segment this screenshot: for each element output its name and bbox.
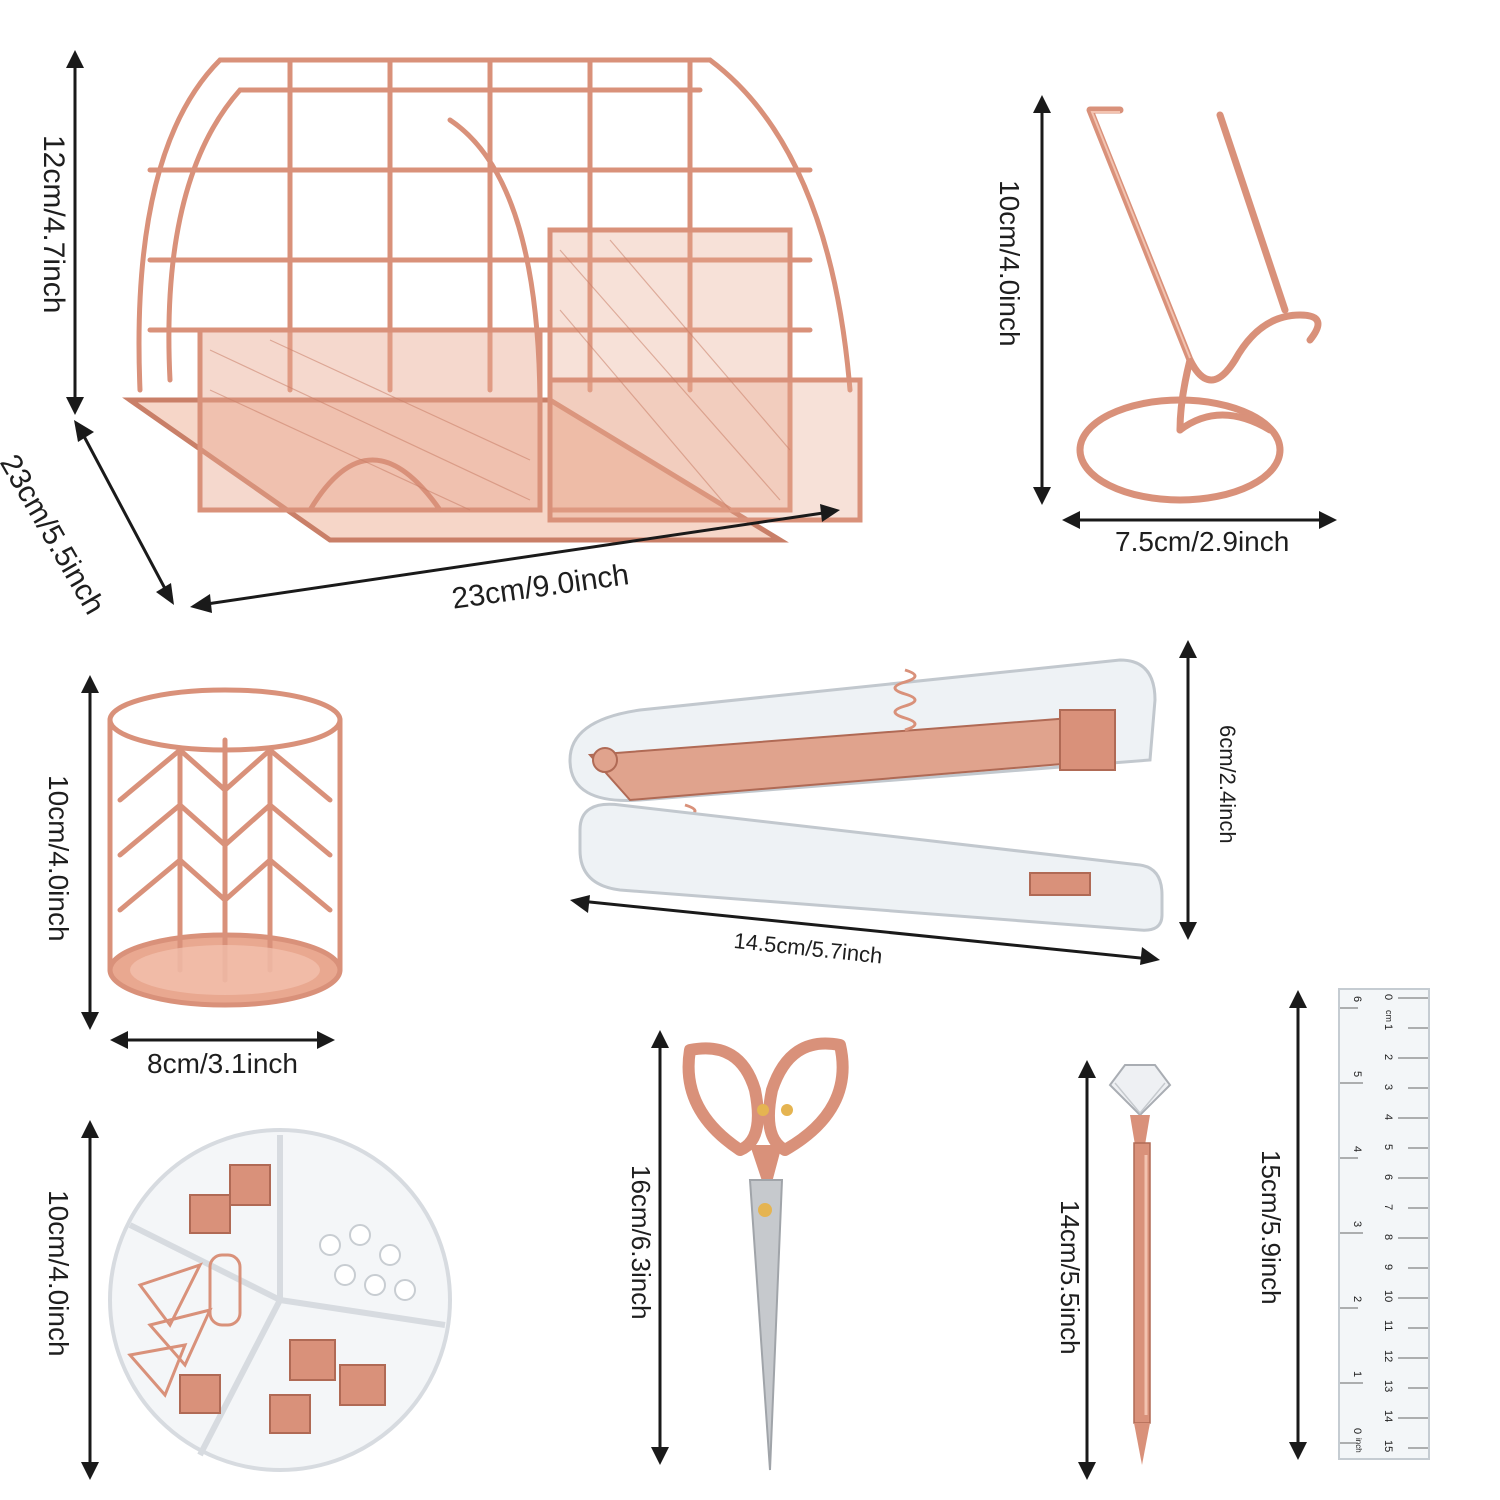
ruler-cm-14: 14 bbox=[1382, 1410, 1394, 1423]
crystal-pen-image bbox=[1100, 1055, 1180, 1475]
ruler-cm-11: 11 bbox=[1382, 1320, 1394, 1332]
ruler-inch-0: 0 bbox=[1351, 1428, 1363, 1435]
stapler-height-arrow bbox=[1173, 640, 1203, 940]
scissors-height-arrow bbox=[645, 1030, 675, 1465]
ruler-inch-6: 6 bbox=[1351, 996, 1363, 1003]
phone-stand-width-arrow bbox=[1062, 505, 1337, 535]
ruler-cm-2: 2 bbox=[1382, 1054, 1394, 1061]
pen-holder-cup-image bbox=[100, 680, 350, 1020]
organizer-width-arrow bbox=[190, 500, 840, 615]
clip-box-height-arrow bbox=[75, 1120, 105, 1480]
clip-box-height-label: 10cm/4.0inch bbox=[43, 1190, 74, 1357]
ruler-image: 0 cm 1 2 3 4 5 6 7 8 9 10 11 12 13 14 15… bbox=[1338, 988, 1430, 1460]
phone-stand-height-label: 10cm/4.0inch bbox=[994, 180, 1025, 347]
ruler-cm-unit: cm bbox=[1384, 1010, 1394, 1022]
cup-height-arrow bbox=[75, 675, 105, 1030]
pen-height-label: 14cm/5.5inch bbox=[1055, 1200, 1085, 1355]
ruler-height-arrow bbox=[1283, 990, 1313, 1460]
cup-width-label: 8cm/3.1inch bbox=[147, 1048, 298, 1079]
ruler-cm-1: 1 bbox=[1382, 1024, 1394, 1031]
ruler-cm-9: 9 bbox=[1382, 1264, 1394, 1271]
ruler-cm-0: 0 bbox=[1382, 994, 1394, 1001]
phone-stand-width-label: 7.5cm/2.9inch bbox=[1115, 526, 1290, 557]
ruler-cm-3: 3 bbox=[1382, 1084, 1394, 1091]
stapler-height-label: 6cm/2.4inch bbox=[1215, 725, 1240, 844]
ruler-cm-8: 8 bbox=[1382, 1234, 1394, 1241]
scissors-image bbox=[670, 1030, 860, 1480]
desk-organizer-image bbox=[110, 30, 870, 630]
clip-box-image bbox=[100, 1125, 460, 1475]
ruler-cm-7: 7 bbox=[1382, 1204, 1394, 1211]
ruler-inch-1: 1 bbox=[1351, 1371, 1363, 1378]
ruler-cm-5: 5 bbox=[1382, 1144, 1394, 1151]
ruler-inch-2: 2 bbox=[1351, 1296, 1363, 1303]
ruler-inch-4: 4 bbox=[1351, 1146, 1363, 1153]
cup-height-label: 10cm/4.0inch bbox=[43, 775, 74, 942]
ruler-cm-15: 15 bbox=[1382, 1440, 1394, 1453]
ruler-cm-12: 12 bbox=[1382, 1350, 1394, 1363]
pen-height-arrow bbox=[1072, 1060, 1102, 1480]
ruler-cm-13: 13 bbox=[1382, 1380, 1394, 1393]
ruler-inch-5: 5 bbox=[1351, 1071, 1363, 1078]
cup-width-arrow bbox=[110, 1025, 335, 1055]
ruler-cm-10: 10 bbox=[1382, 1290, 1394, 1303]
organizer-height-label: 12cm/4.7inch bbox=[37, 135, 70, 314]
ruler-cm-4: 4 bbox=[1382, 1114, 1394, 1121]
stapler-width-arrow bbox=[570, 893, 1160, 968]
organizer-height-arrow bbox=[60, 50, 90, 415]
stapler-image bbox=[550, 640, 1170, 940]
ruler-inch-unit: inch bbox=[1354, 1438, 1363, 1453]
organizer-depth-arrow bbox=[70, 420, 180, 605]
phone-stand-image bbox=[1060, 100, 1340, 520]
phone-stand-height-arrow bbox=[1027, 95, 1057, 505]
scissors-height-label: 16cm/6.3inch bbox=[626, 1165, 656, 1320]
ruler-cm-6: 6 bbox=[1382, 1174, 1394, 1181]
ruler-height-label: 15cm/5.9inch bbox=[1256, 1150, 1286, 1305]
ruler-inch-3: 3 bbox=[1351, 1221, 1363, 1228]
